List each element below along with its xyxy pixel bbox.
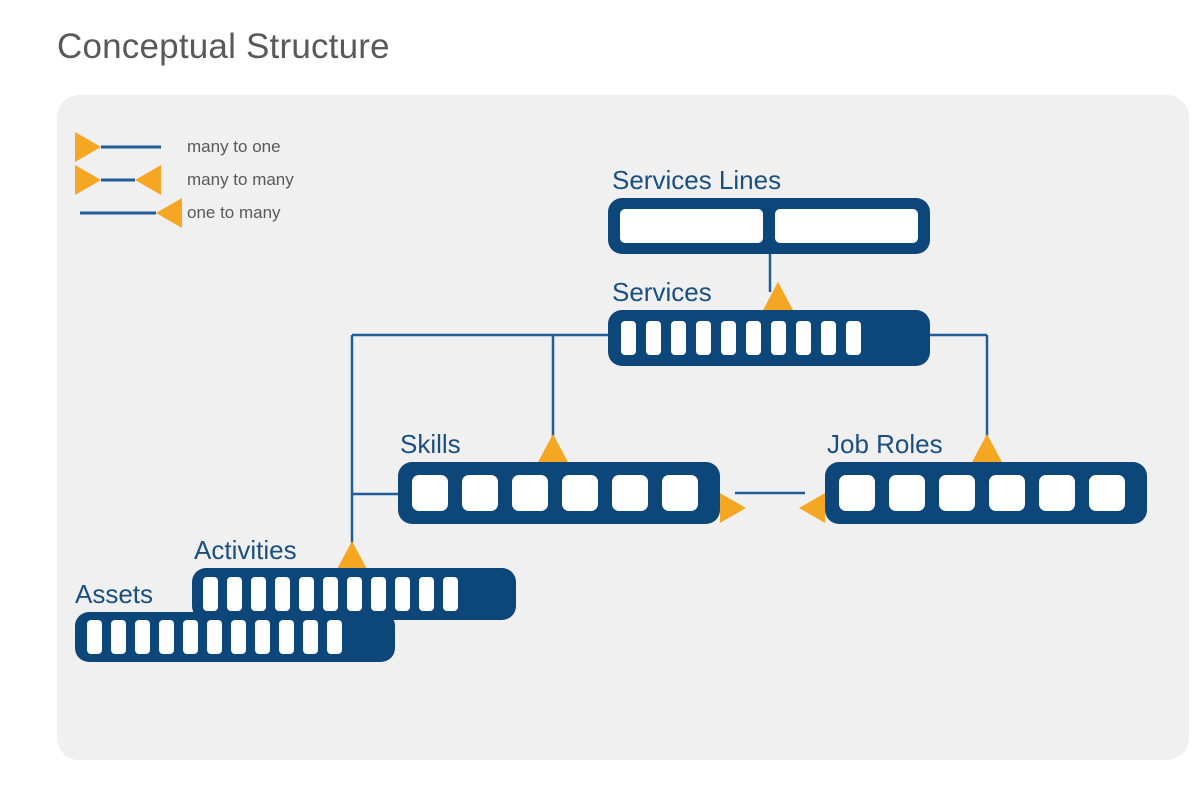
node-bar-services-lines[interactable]	[608, 198, 930, 254]
node-slot[interactable]	[347, 577, 362, 611]
node-activities[interactable]: Activities	[192, 535, 516, 620]
node-bar-job-roles[interactable]	[825, 462, 1147, 524]
node-bar-activities[interactable]	[192, 568, 516, 620]
legend-label: many to many	[187, 169, 294, 189]
node-label-job-roles: Job Roles	[827, 429, 943, 459]
triangle-right-icon	[75, 131, 101, 162]
legend-line	[101, 145, 161, 148]
node-slot[interactable]	[323, 577, 338, 611]
node-slot[interactable]	[203, 577, 218, 611]
node-slot[interactable]	[303, 620, 318, 654]
node-slot[interactable]	[251, 577, 266, 611]
node-slot[interactable]	[183, 620, 198, 654]
node-slot[interactable]	[562, 475, 598, 511]
node-label-skills: Skills	[400, 429, 461, 459]
node-services-lines[interactable]: Services Lines	[608, 165, 930, 254]
node-slot[interactable]	[371, 577, 386, 611]
node-slot[interactable]	[796, 321, 811, 355]
node-slot[interactable]	[159, 620, 174, 654]
node-slot[interactable]	[395, 577, 410, 611]
node-slot[interactable]	[512, 475, 548, 511]
node-slot[interactable]	[671, 321, 686, 355]
triangle-up-icon	[336, 541, 368, 571]
node-slot[interactable]	[775, 209, 918, 243]
node-slot[interactable]	[620, 209, 763, 243]
node-slot[interactable]	[412, 475, 448, 511]
node-label-services-lines: Services Lines	[612, 165, 782, 195]
triangle-up-icon	[971, 434, 1003, 464]
triangle-left-icon	[135, 164, 161, 195]
node-slot[interactable]	[721, 321, 736, 355]
legend-line	[80, 211, 156, 214]
node-slot[interactable]	[821, 321, 836, 355]
node-label-assets: Assets	[75, 579, 154, 609]
node-slot[interactable]	[621, 321, 636, 355]
node-slot[interactable]	[227, 577, 242, 611]
legend-label: one to many	[187, 202, 281, 222]
node-slot[interactable]	[846, 321, 861, 355]
node-slot[interactable]	[255, 620, 270, 654]
node-slot[interactable]	[135, 620, 150, 654]
node-assets[interactable]: Assets	[75, 579, 395, 662]
triangle-right-icon	[75, 164, 101, 195]
relationship-legend: many to one many to many one to many	[75, 130, 375, 229]
node-slot[interactable]	[275, 577, 290, 611]
node-slot[interactable]	[889, 475, 925, 511]
node-slot[interactable]	[696, 321, 711, 355]
node-services[interactable]: Services	[608, 277, 930, 366]
node-slot[interactable]	[419, 577, 434, 611]
node-slot[interactable]	[1039, 475, 1075, 511]
triangle-left-icon	[156, 197, 182, 228]
node-slot[interactable]	[612, 475, 648, 511]
node-bar-skills[interactable]	[398, 462, 720, 524]
node-slot[interactable]	[327, 620, 342, 654]
node-slot[interactable]	[939, 475, 975, 511]
node-slot[interactable]	[1089, 475, 1125, 511]
node-slot[interactable]	[839, 475, 875, 511]
node-slot[interactable]	[279, 620, 294, 654]
node-slot[interactable]	[771, 321, 786, 355]
triangle-right-icon	[720, 493, 746, 523]
node-slot[interactable]	[207, 620, 222, 654]
node-skills[interactable]: Skills	[398, 429, 746, 524]
node-slot[interactable]	[646, 321, 661, 355]
node-slot[interactable]	[299, 577, 314, 611]
triangle-up-icon	[537, 434, 569, 464]
legend-item-many-to-many: many to many	[75, 163, 375, 196]
node-slot[interactable]	[746, 321, 761, 355]
legend-line	[101, 178, 135, 181]
node-bar-assets[interactable]	[75, 612, 395, 662]
node-label-activities: Activities	[194, 535, 297, 565]
triangle-left-icon	[799, 493, 825, 523]
legend-item-many-to-one: many to one	[75, 130, 375, 163]
node-slot[interactable]	[231, 620, 246, 654]
node-bar-services[interactable]	[608, 310, 930, 366]
legend-label: many to one	[187, 136, 281, 156]
legend-item-one-to-many: one to many	[75, 196, 375, 229]
node-slot[interactable]	[989, 475, 1025, 511]
node-slot[interactable]	[662, 475, 698, 511]
node-job-roles[interactable]: Job Roles	[799, 429, 1147, 524]
node-slot[interactable]	[111, 620, 126, 654]
node-slot[interactable]	[87, 620, 102, 654]
page-title: Conceptual Structure	[57, 27, 390, 66]
node-label-services: Services	[612, 277, 712, 307]
node-slot[interactable]	[462, 475, 498, 511]
node-slot[interactable]	[443, 577, 458, 611]
triangle-up-icon	[762, 282, 794, 312]
